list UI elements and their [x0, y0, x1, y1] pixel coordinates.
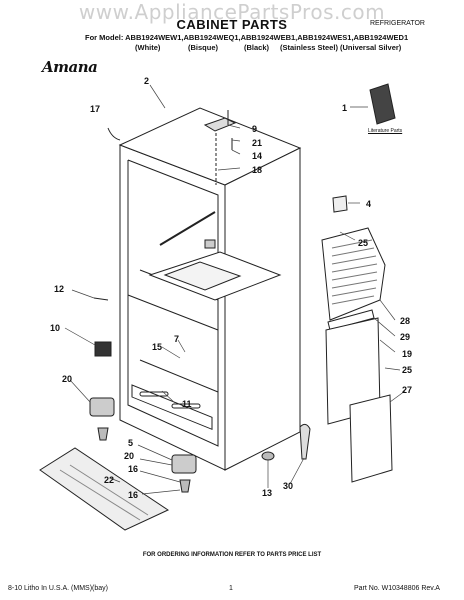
finish-bisque: (Bisque) — [188, 43, 218, 52]
cabinet-side — [224, 147, 301, 471]
callout-11: 11 — [182, 399, 192, 409]
callout-18: 18 — [252, 165, 262, 175]
callout-10: 10 — [50, 323, 60, 333]
watermark: www.AppliancePartsPros.com — [78, 0, 386, 24]
callout-15: 15 — [152, 342, 162, 352]
literature-book — [369, 83, 396, 125]
grille-panel — [321, 227, 386, 321]
callout-13: 13 — [262, 488, 272, 498]
callout-19: 19 — [402, 349, 412, 359]
callout-9: 9 — [252, 124, 257, 134]
callout-30: 30 — [283, 481, 293, 491]
callout-16b: 16 — [128, 490, 138, 500]
brand-logo: Amana — [42, 58, 98, 76]
callout-27: 27 — [402, 385, 412, 395]
callout-29: 29 — [400, 332, 410, 342]
callout-12: 12 — [54, 284, 64, 294]
page-number: 1 — [229, 585, 233, 592]
base-grille — [39, 447, 170, 531]
finish-white: (White) — [135, 43, 161, 52]
callout-2: 2 — [144, 76, 149, 86]
finish-black: (Black) — [244, 43, 270, 52]
callout-1: 1 — [342, 103, 347, 113]
model-line: For Model: ABB1924WEW1,ABB1924WEQ1,ABB19… — [85, 33, 409, 42]
callout-4: 4 — [366, 199, 371, 209]
callout-28: 28 — [400, 316, 410, 326]
callout-17: 17 — [90, 104, 100, 114]
part-number: Part No. W10348806 Rev.A — [354, 585, 440, 592]
callout-25b: 25 — [402, 365, 412, 375]
ordering-note: FOR ORDERING INFORMATION REFER TO PARTS … — [142, 552, 322, 558]
callout-25a: 25 — [358, 238, 368, 248]
callout-14: 14 — [252, 151, 262, 161]
page-title: CABINET PARTS — [176, 17, 288, 32]
literature-label: Literature Parts — [368, 128, 403, 134]
callout-7: 7 — [174, 334, 179, 344]
callout-20a: 20 — [62, 374, 72, 384]
callout-16a: 16 — [128, 464, 138, 474]
callout-21: 21 — [252, 138, 262, 148]
callout-20b: 20 — [124, 451, 134, 461]
litho-info: 8-10 Litho In U.S.A. (MMS)(bay) — [8, 585, 108, 592]
callout-22: 22 — [104, 475, 114, 485]
finish-stainless: (Stainless Steel) — [280, 43, 338, 52]
appliance-type: REFRIGERATOR — [370, 20, 425, 27]
finish-silver: (Universal Silver) — [340, 43, 402, 52]
side-cover — [349, 394, 393, 483]
callout-5: 5 — [128, 438, 133, 448]
